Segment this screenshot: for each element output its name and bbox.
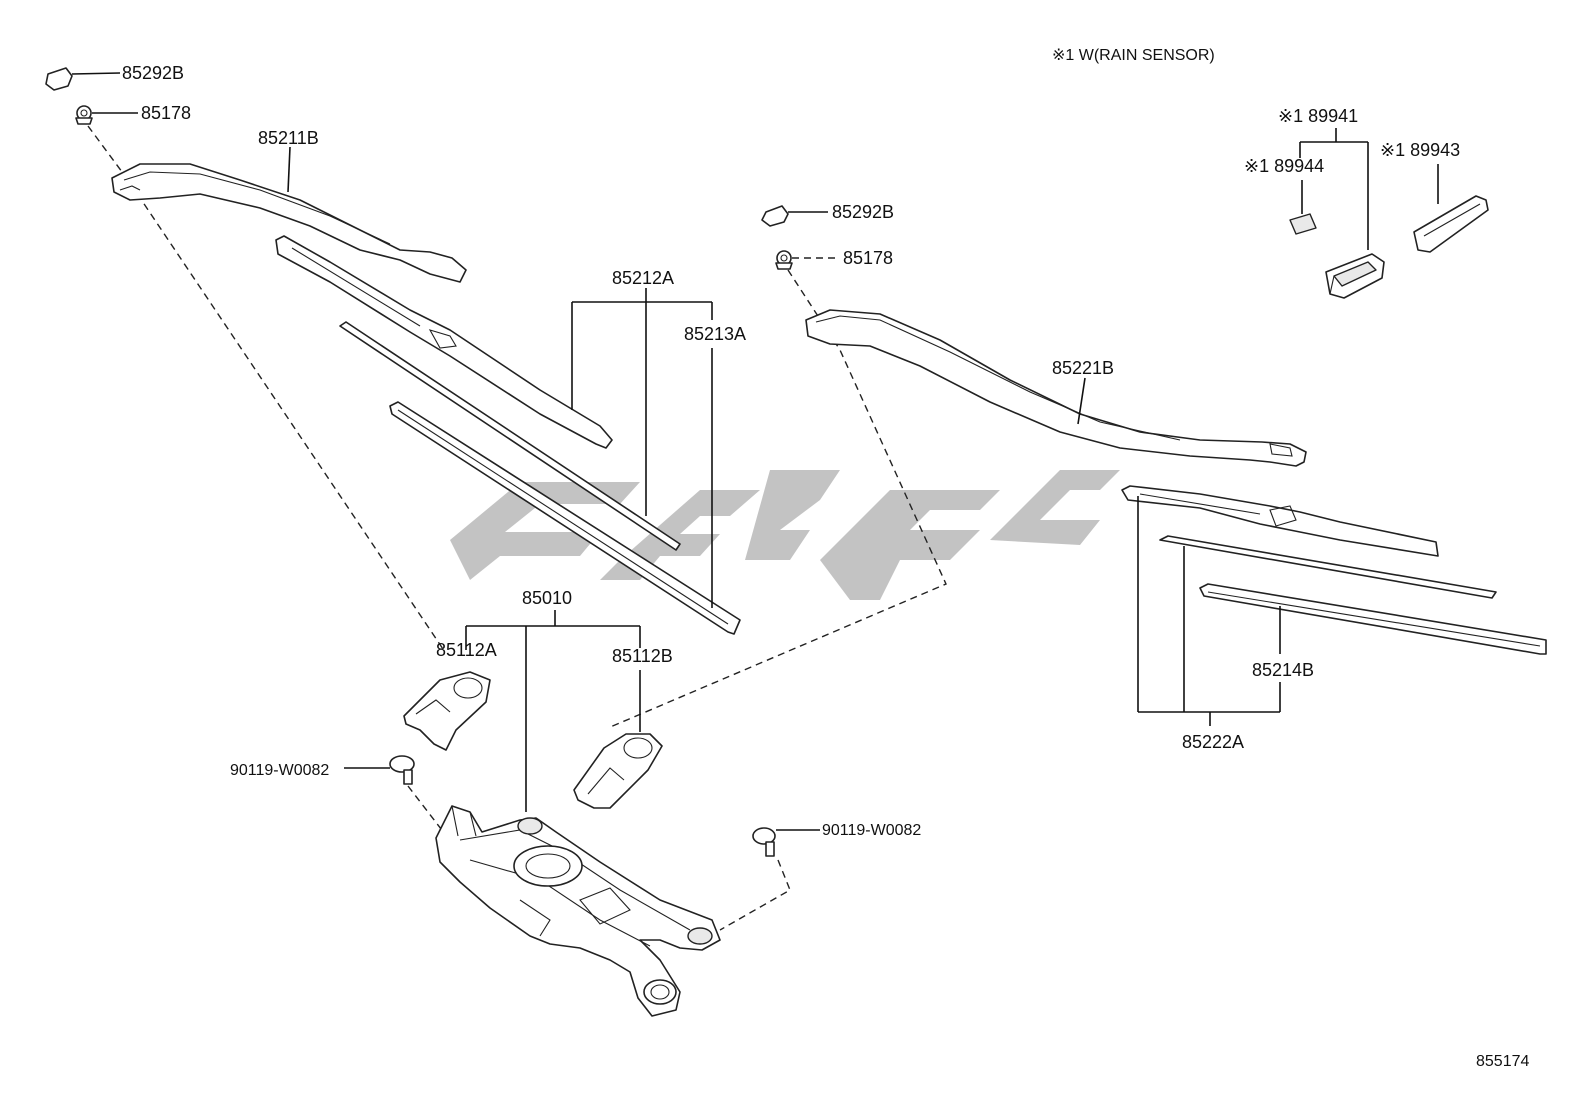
wiper-arm-right (805, 309, 1307, 467)
label-link-assembly: 85010 (522, 588, 572, 608)
wiper-rubber-left-1 (339, 321, 681, 551)
drawing-number: 855174 (1476, 1053, 1529, 1070)
label-nut-right: 85178 (843, 248, 893, 268)
assembly-line-left-arm (87, 125, 446, 653)
wiper-blade-right (1121, 485, 1439, 557)
bolt-left (344, 755, 415, 785)
wiper-arm-cap-right (761, 205, 828, 227)
wiper-blade-left (275, 235, 613, 449)
rain-sensor-cover (1413, 195, 1489, 253)
label-sensor: ※1 89941 (1278, 106, 1358, 126)
rain-sensor-pad (1289, 213, 1317, 235)
bracket-sensor (1299, 128, 1369, 250)
label-bolt-right: 90119-W0082 (822, 822, 921, 839)
label-cap-left: 85292B (122, 63, 184, 83)
rain-sensor (1325, 253, 1385, 299)
watermark-logo (450, 470, 1120, 600)
wiper-arm-left (111, 146, 467, 283)
assembly-line-bolt-right (719, 859, 791, 931)
wiper-link-assembly (435, 805, 721, 1017)
wiper-rubber-right-1 (1159, 535, 1497, 599)
wiper-arm-nut-left (75, 105, 138, 125)
label-pivot-cap-right: 85112B (612, 646, 673, 666)
wiper-arm-cap-left (45, 67, 121, 91)
pivot-cap-right (573, 733, 663, 809)
bolt-right (752, 827, 820, 857)
pivot-cap-left (403, 671, 491, 751)
label-sensor-cover: ※1 89943 (1380, 140, 1460, 160)
wiper-rubber-left-2 (389, 401, 741, 635)
bracket-link-assembly (465, 610, 641, 812)
label-pivot-cap-left: 85112A (436, 640, 497, 660)
label-blade-set-left: 85212A (612, 268, 674, 288)
label-rubber-left: 85213A (684, 324, 746, 344)
bracket-blade-set-left (571, 288, 713, 516)
label-rubber-right: 85214B (1252, 660, 1314, 680)
label-arm-left: 85211B (258, 128, 319, 148)
label-bolt-left: 90119-W0082 (230, 762, 329, 779)
wiper-arm-nut-right (775, 250, 840, 270)
label-arm-right: 85221B (1052, 358, 1114, 378)
label-sensor-pad: ※1 89944 (1244, 156, 1324, 176)
bracket-blade-set-right (1137, 496, 1281, 726)
label-cap-right: 85292B (832, 202, 894, 222)
label-nut-left: 85178 (141, 103, 191, 123)
wiper-rubber-right-2 (1199, 583, 1547, 655)
label-blade-set-right: 85222A (1182, 732, 1244, 752)
rain-sensor-note: ※1 W(RAIN SENSOR) (1052, 47, 1215, 64)
